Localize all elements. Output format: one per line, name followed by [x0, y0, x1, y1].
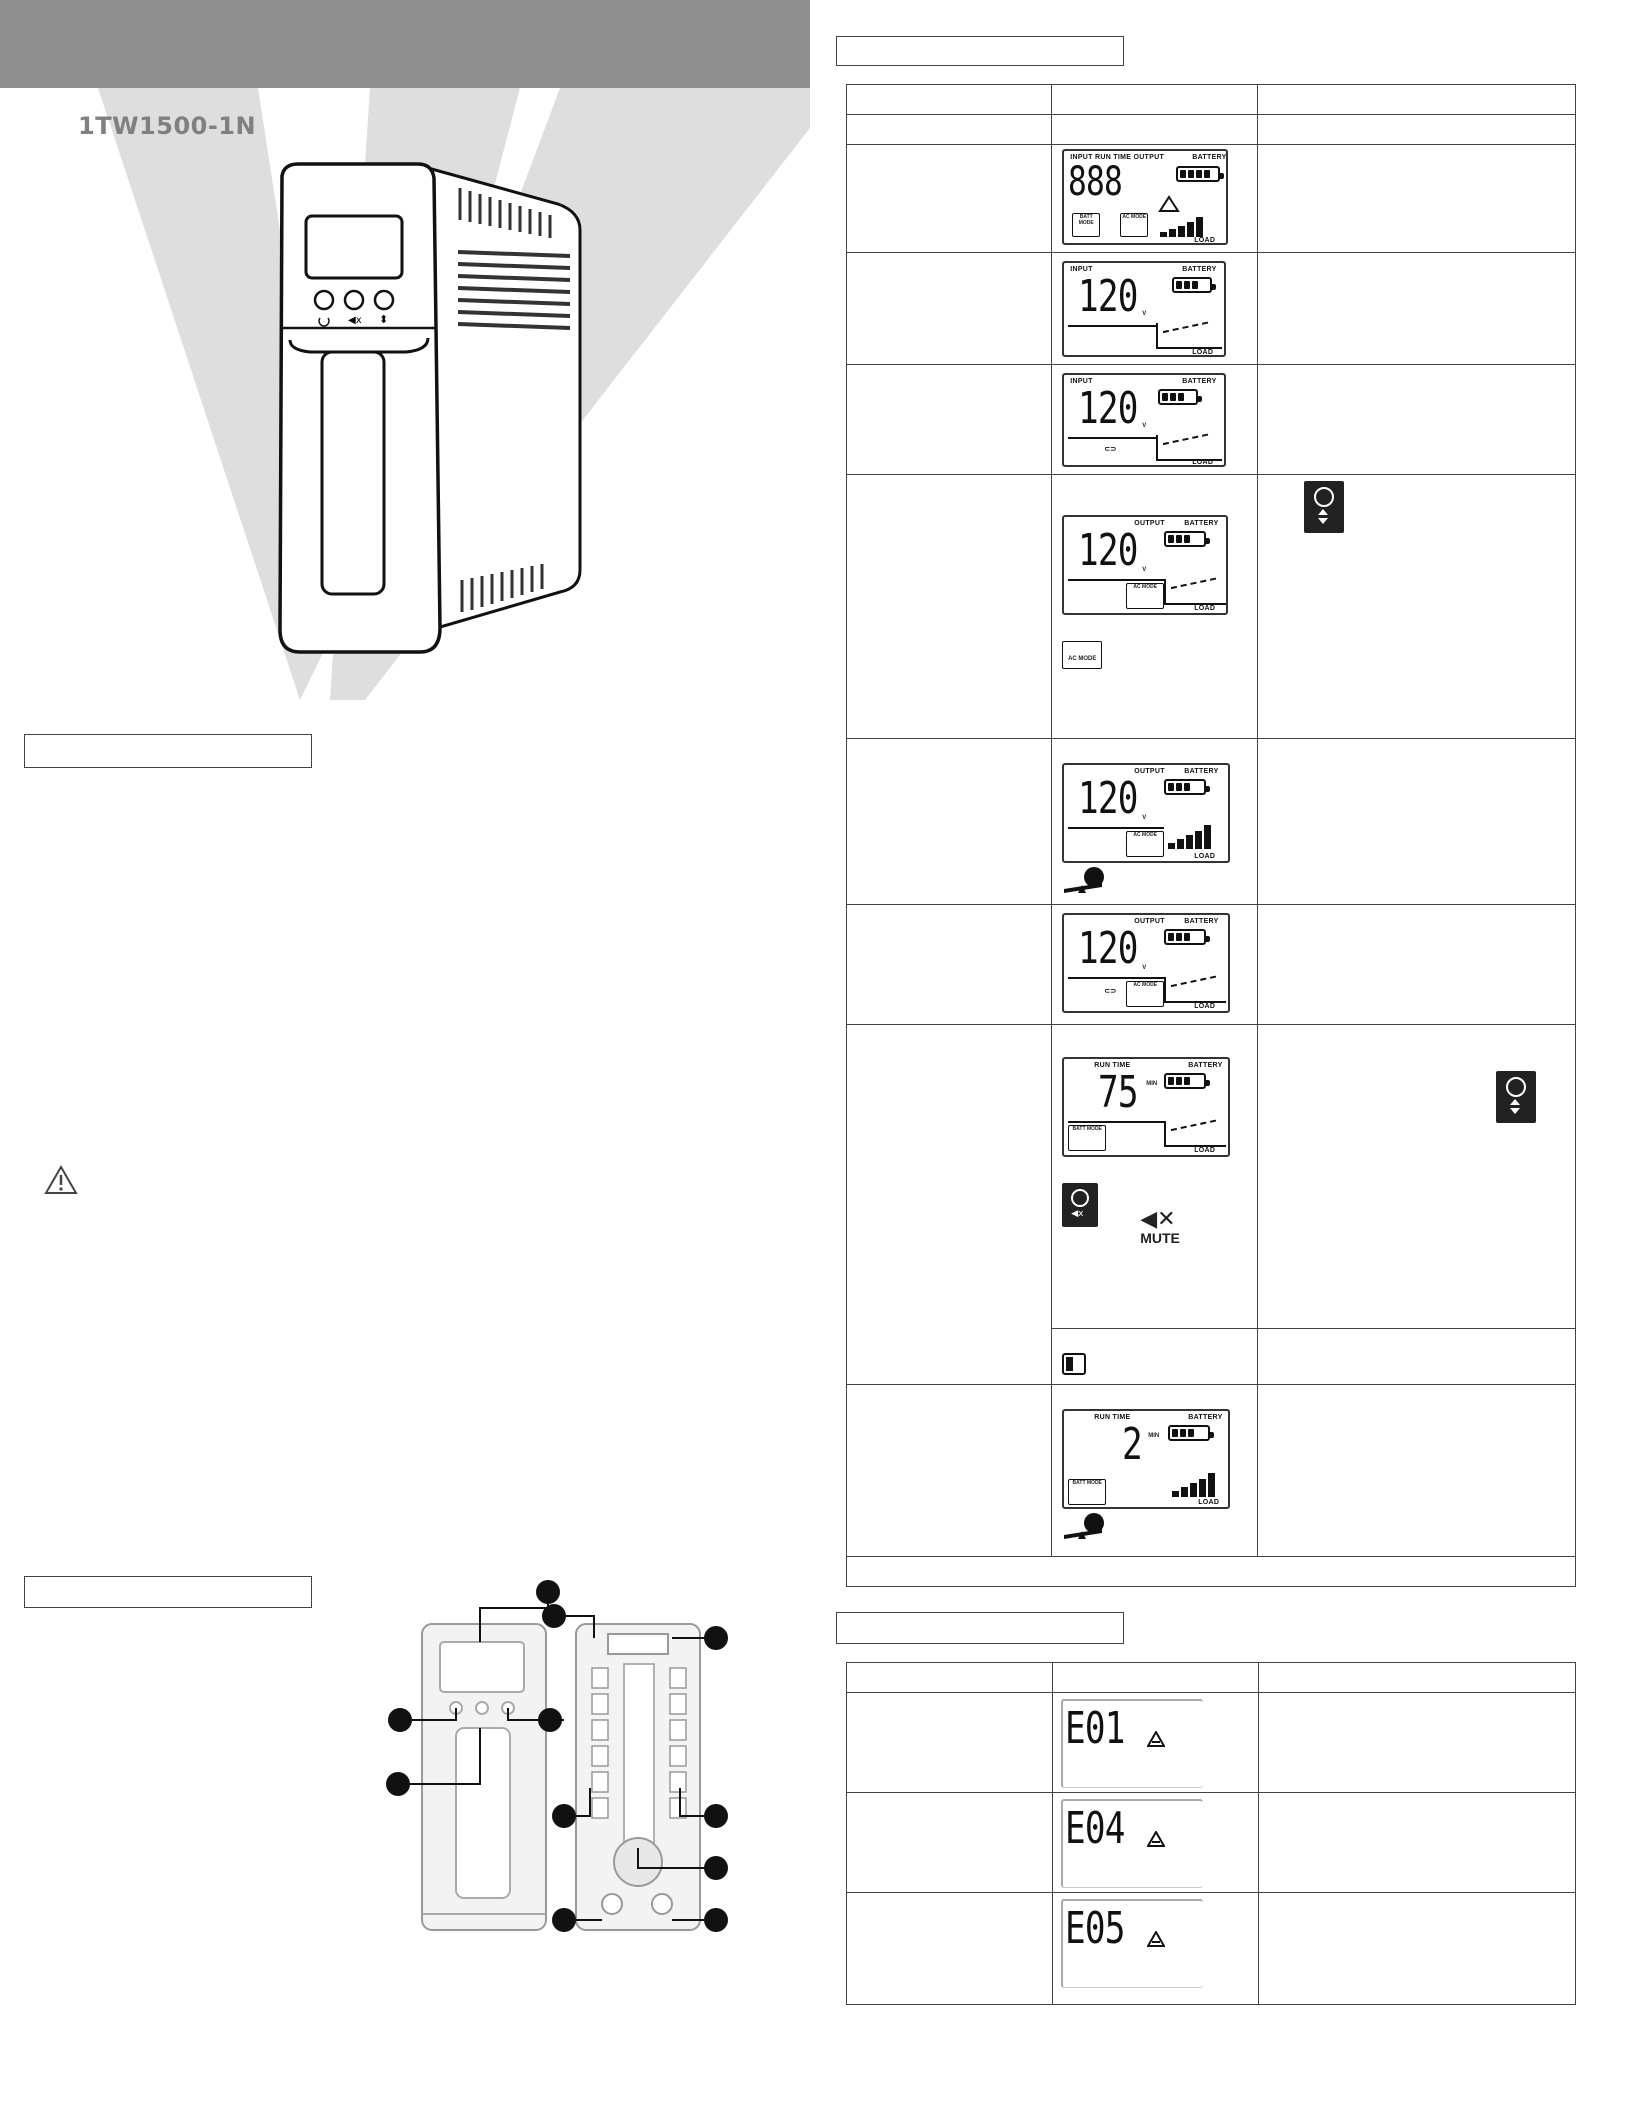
lcd-input-display: INPUT BATTERY 120 V LOAD	[1062, 261, 1227, 357]
overload-seesaw-icon	[1064, 1513, 1105, 1539]
error-display-e04: E04	[1060, 1799, 1203, 1888]
mute-speaker-icon: ◀✕	[1140, 1207, 1176, 1232]
lcd-input-avr-display: INPUT BATTERY 120 V ⊂⊃ LOAD	[1062, 373, 1227, 467]
lcd-output-load-display: OUTPUT BATTERY 120 V AC MODE LOAD	[1062, 763, 1231, 863]
lcd-output-ac-display: OUTPUT BATTERY 120 V AC MODE LOAD	[1062, 515, 1229, 615]
overload-seesaw-icon	[1064, 867, 1105, 893]
warning-triangle-icon	[1146, 1931, 1165, 1947]
section-heading-box-4	[836, 1612, 1124, 1644]
warning-triangle-icon	[44, 1164, 78, 1194]
scroll-button-icon	[1304, 481, 1345, 533]
section-heading-box-2	[24, 1576, 312, 1608]
svg-text:⬍: ⬍	[379, 313, 388, 326]
panel-diagram	[386, 1580, 728, 1932]
warning-triangle-icon	[1146, 1831, 1165, 1847]
mute-indicator: ◀✕ MUTE	[1140, 1207, 1190, 1246]
error-display-e05: E05	[1060, 1899, 1203, 1988]
lcd-runtime-display: RUN TIME BATTERY 75 MIN BATT MODE LOAD	[1062, 1057, 1231, 1157]
section-heading-box-1	[24, 734, 312, 768]
section-heading-box-3	[836, 36, 1124, 66]
lcd-output-avr-display: OUTPUT BATTERY 120 V ⊂⊃ AC MODE LOAD	[1062, 913, 1231, 1013]
battery-icon	[1062, 1353, 1087, 1375]
lcd-full-display: INPUT RUN TIME OUTPUT BATTERY 888 BATT M…	[1062, 149, 1229, 245]
warning-triangle-icon	[1146, 1731, 1165, 1747]
error-display-e01: E01	[1060, 1699, 1203, 1788]
ac-mode-icon: AC MODE	[1062, 641, 1103, 669]
avr-icon: ⊂⊃	[1104, 446, 1117, 453]
lcd-low-runtime-display: RUN TIME BATTERY 2 MIN BATT MODE LOAD	[1062, 1409, 1231, 1509]
power-mute-button-icon: ◀x	[1062, 1183, 1099, 1227]
header-banner	[0, 0, 810, 88]
ups-illustration: ◀x ⬍	[278, 162, 582, 654]
lcd-display-table: INPUT RUN TIME OUTPUT BATTERY 888 BATT M…	[845, 84, 1576, 1587]
scroll-button-icon	[1496, 1071, 1537, 1123]
svg-text:◀x: ◀x	[348, 315, 362, 326]
avr-icon: ⊂⊃	[1104, 988, 1117, 995]
warning-triangle-icon	[1158, 195, 1181, 212]
model-name: 1TW1500-1N	[78, 112, 257, 140]
error-code-table: E01 E04 E05	[846, 1662, 1577, 2005]
